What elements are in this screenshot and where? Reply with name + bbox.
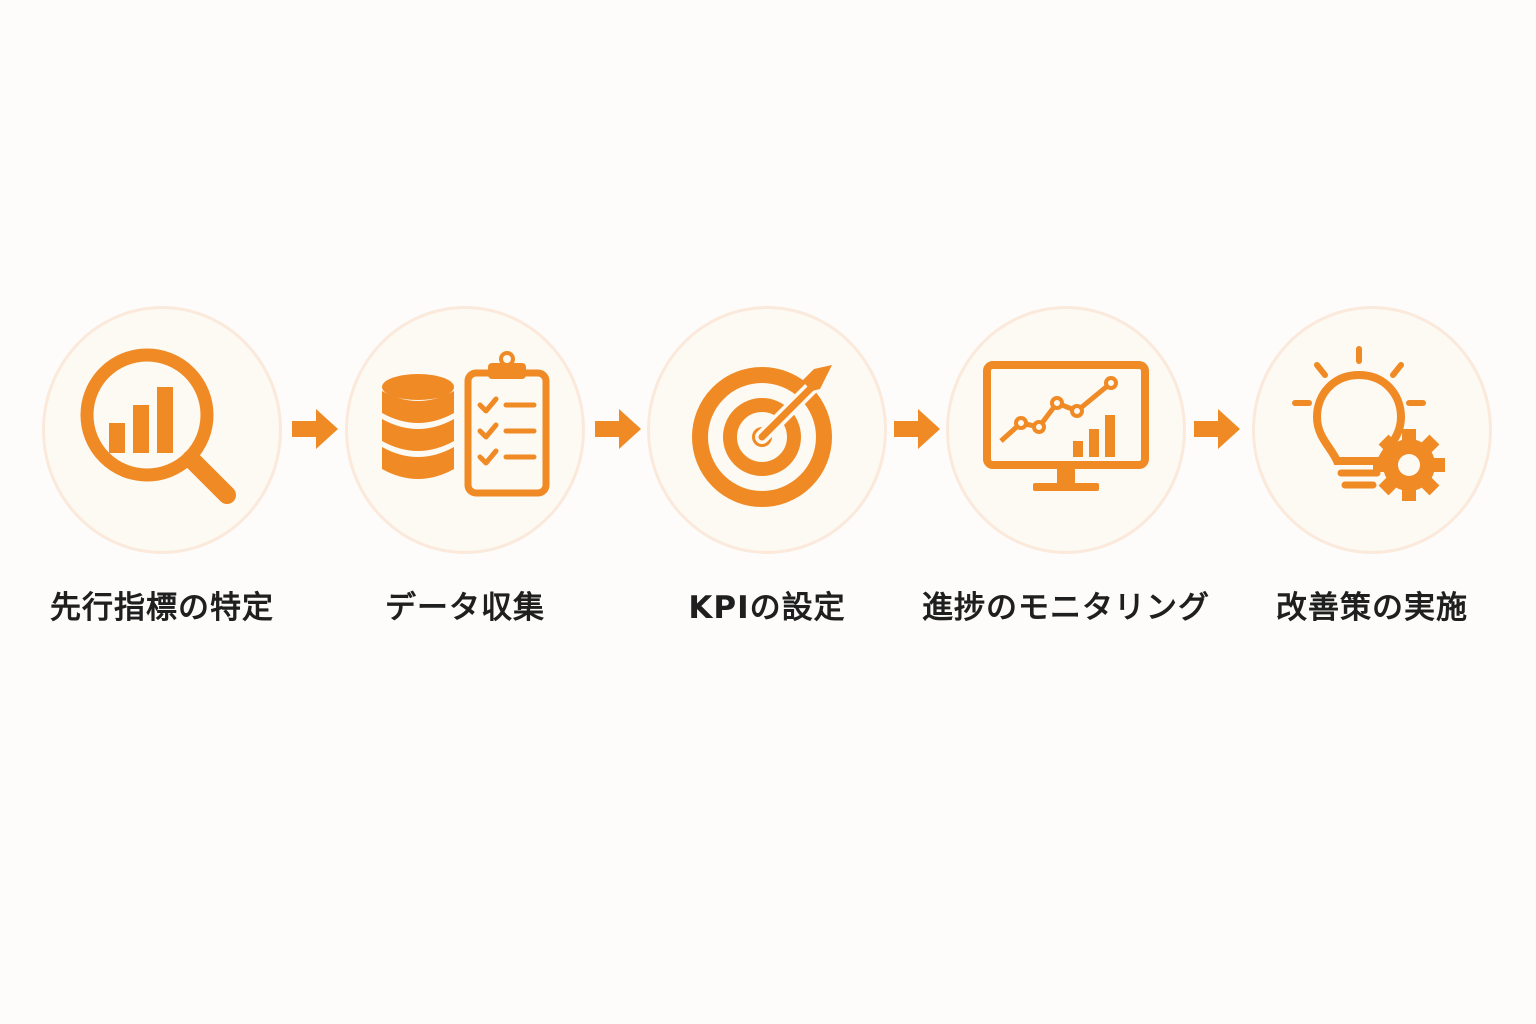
arrow-right-icon [593, 406, 643, 452]
lightbulb-gear-icon [1292, 346, 1445, 501]
step-label: データ収集 [385, 590, 545, 626]
database-clipboard-icon [382, 351, 550, 497]
step-circle [1252, 306, 1492, 554]
step-identify-leading-indicators: 先行指標の特定 [42, 306, 282, 626]
step-kpi-setting: KPIの設定 [647, 306, 887, 626]
step-circle [647, 306, 887, 554]
step-circle [946, 306, 1186, 554]
target-arrow-icon [692, 365, 832, 507]
arrow-right-icon [1192, 406, 1242, 452]
step-progress-monitoring: 進捗のモニタリング [922, 306, 1209, 626]
step-label: 進捗のモニタリング [922, 590, 1210, 626]
step-circle [345, 306, 585, 554]
step-label: 先行指標の特定 [50, 590, 274, 626]
step-label: KPIの設定 [688, 590, 846, 626]
arrow-right-icon [290, 406, 340, 452]
step-data-collection: データ収集 [345, 306, 585, 626]
magnifier-bar-chart-icon [80, 348, 236, 504]
step-circle [42, 306, 282, 554]
step-improvement-execution: 改善策の実施 [1252, 306, 1492, 626]
monitor-line-chart-icon [983, 361, 1149, 491]
arrow-right-icon [892, 406, 942, 452]
step-label: 改善策の実施 [1276, 590, 1468, 626]
